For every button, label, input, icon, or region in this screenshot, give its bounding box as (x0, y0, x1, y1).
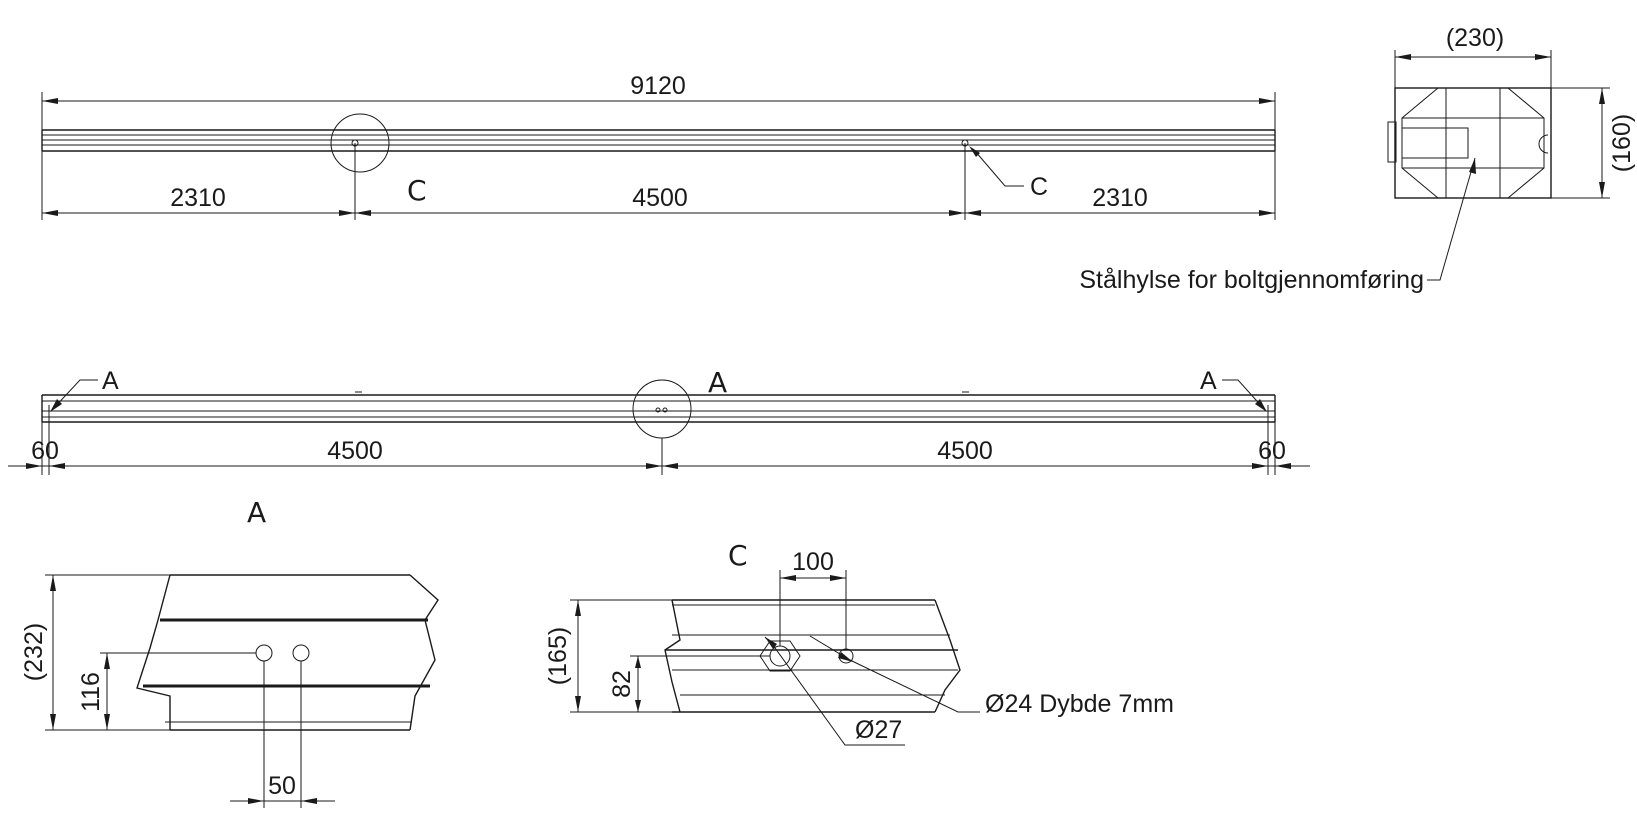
dim-top-seg-right: 2310 (1092, 184, 1148, 212)
top-view: 9120 2310 4500 2310 C C (41, 72, 1276, 220)
dim-detail-c-spacing: 100 (779, 548, 847, 649)
dim-detail-a-height-label: (232) (20, 623, 48, 681)
detail-c-title: C (728, 539, 748, 572)
side-view-beam (41, 391, 1276, 423)
end-view-callout: Stålhylse for boltgjennomføring (1079, 266, 1424, 294)
detail-a-title: A (247, 496, 266, 529)
detail-a-mark: A (708, 366, 727, 399)
detail-c: C 100 (544, 539, 1174, 746)
dim-detail-a-hole-height-label: 116 (77, 672, 105, 712)
detail-c-mark: C (407, 174, 427, 207)
detail-a-hole-1 (255, 644, 273, 662)
side-hole-2 (662, 407, 668, 413)
top-view-beam (41, 129, 1276, 152)
dim-detail-a-hole-spacing-label: 50 (268, 772, 296, 800)
detail-c-small-hole-leader (809, 635, 980, 713)
end-view-outline (1387, 87, 1552, 199)
detail-a-hole-2 (292, 644, 310, 662)
dim-detail-c-hole-height: 82 (608, 655, 770, 712)
detail-a: A (232) 116 (20, 496, 439, 808)
detail-c-small-hole-label: Ø24 Dybde 7mm (985, 690, 1174, 718)
dim-end-height-label: (160) (1608, 114, 1636, 172)
dim-detail-a-hole-spacing: 50 (230, 661, 335, 808)
dim-overall-length-label: 9120 (630, 72, 686, 100)
dim-detail-a-hole-height: 116 (77, 652, 256, 730)
side-leader-left-label: A (102, 367, 119, 395)
dim-top-seg-mid: 4500 (632, 184, 688, 212)
side-leader-right-label: A (1200, 367, 1217, 395)
detail-a-profile (136, 574, 439, 731)
side-leader-right (1222, 379, 1266, 411)
dim-top-segments: 2310 4500 2310 (42, 184, 1275, 216)
side-view: A A A 60 4500 4500 60 (8, 366, 1310, 475)
dim-end-width: (230) (1394, 24, 1552, 88)
detail-c-profile (664, 599, 961, 713)
dim-top-seg-left: 2310 (170, 184, 226, 212)
dim-detail-c-spacing-label: 100 (792, 548, 834, 576)
dim-side-end-right: 60 (1258, 437, 1286, 465)
dim-detail-a-height: (232) (20, 574, 170, 731)
dim-side-seg-right: 4500 (937, 437, 993, 465)
detail-c-circle (330, 113, 390, 173)
dim-side-segments: 60 4500 4500 60 (8, 437, 1310, 469)
end-view-callout-leader (1427, 157, 1476, 281)
detail-c-leader-label: C (1030, 173, 1048, 201)
dim-detail-c-height-label: (165) (544, 627, 572, 685)
side-hole-1 (655, 407, 661, 413)
detail-c-leader (974, 150, 1024, 187)
end-view-bolt-slot (1538, 134, 1549, 154)
dim-detail-c-hole-height-label: 82 (608, 670, 636, 698)
dim-end-width-label: (230) (1446, 24, 1504, 52)
detail-a-circle (632, 379, 692, 439)
dim-end-height: (160) (1551, 87, 1636, 199)
end-view: (230) (160) Stålhylse for boltgjennomfør… (1079, 24, 1636, 294)
dim-detail-c-height: (165) (544, 599, 680, 713)
top-hole-left (351, 139, 359, 147)
dim-overall-length: 9120 (42, 72, 1275, 104)
dim-side-end-left: 60 (31, 437, 59, 465)
dim-side-seg-left: 4500 (327, 437, 383, 465)
top-hole-right (961, 139, 969, 147)
detail-c-large-hole-label: Ø27 (855, 716, 902, 744)
side-leader-left (51, 379, 98, 411)
